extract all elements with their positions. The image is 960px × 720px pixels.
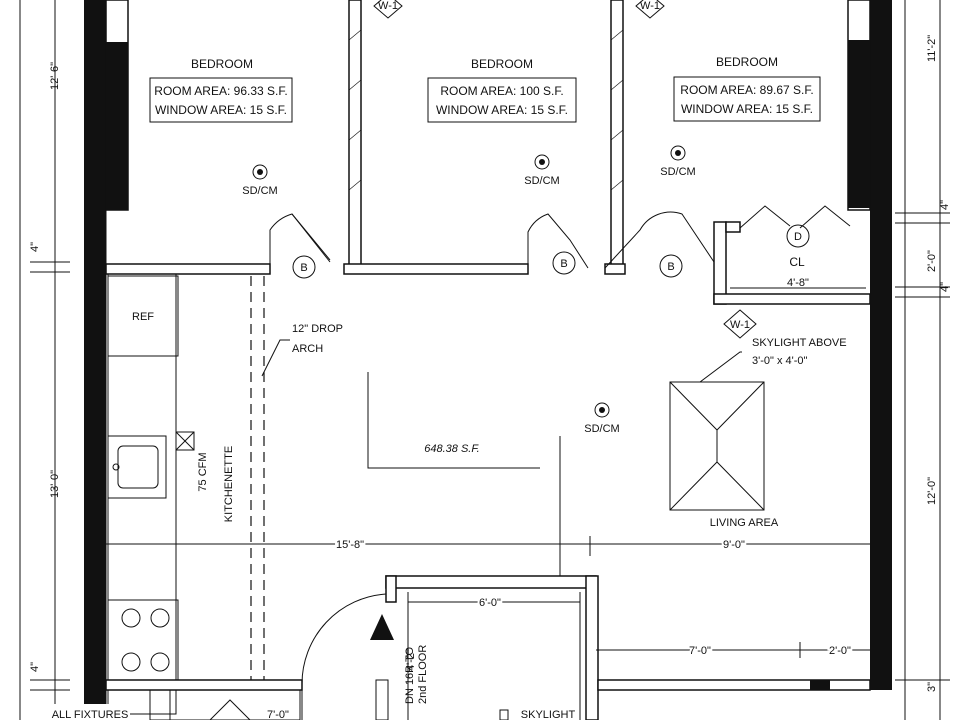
horizontal-dimension-main	[106, 536, 870, 556]
ref-label: REF	[132, 311, 154, 323]
area-bracket	[367, 372, 540, 469]
svg-text:W-1: W-1	[640, 0, 660, 12]
exterior-walls	[84, 0, 892, 720]
bedroom-doors	[269, 205, 851, 269]
dim-right-top: 11'-2"	[926, 35, 938, 62]
dim-left-mid: 13'-0"	[49, 470, 61, 498]
dim-right-mid: 12'-0"	[926, 477, 938, 505]
bedroom-3-name: BEDROOM	[716, 55, 778, 69]
bedroom-2-area-box	[427, 77, 577, 123]
exhaust-fan	[175, 431, 195, 451]
bedroom-3-room-area: ROOM AREA: 89.67 S.F.	[680, 83, 813, 97]
dim-left-4b: 4"	[29, 662, 41, 672]
skylight-bottom-label: SKYLIGHT	[521, 709, 576, 720]
kitchenette-label: KITCHENETTE	[223, 446, 235, 522]
dim-bottom-partial: 7'-0"	[267, 709, 289, 720]
smoke-detector-bedroom-1: SD/CM	[242, 164, 278, 197]
svg-text:B: B	[560, 258, 567, 270]
svg-text:W-1: W-1	[730, 319, 750, 331]
dim-closet-48: 4'-8"	[787, 277, 809, 289]
door-tag-b1: B	[292, 255, 316, 279]
svg-text:SD/CM: SD/CM	[660, 166, 695, 178]
dim-right-4b: 4"	[939, 282, 951, 292]
closet-label: CL	[789, 255, 805, 269]
svg-text:D: D	[794, 231, 802, 243]
bedroom-2-name: BEDROOM	[471, 57, 533, 71]
smoke-detector-living: SD/CM	[584, 402, 620, 435]
stove	[107, 599, 179, 681]
fan-label: 75 CFM	[197, 452, 209, 491]
left-dimension-lines	[19, 0, 70, 720]
right-dimension-lines	[895, 0, 950, 720]
dim-left-top: 12'-6"	[49, 62, 61, 90]
living-area-label: LIVING AREA	[710, 517, 779, 529]
svg-text:SD/CM: SD/CM	[242, 185, 277, 197]
dim-right-4a: 4"	[939, 200, 951, 210]
all-fixtures-label: ALL FIXTURES	[52, 709, 129, 720]
dim-right-20: 2'-0"	[926, 250, 938, 272]
bedroom-1-room-area: ROOM AREA: 96.33 S.F.	[154, 84, 287, 98]
refrigerator	[107, 275, 179, 357]
door-tag-d: D	[786, 224, 810, 248]
north-arrow	[370, 614, 394, 640]
svg-text:B: B	[667, 261, 674, 273]
bedroom-walls	[105, 0, 871, 305]
bedroom-1-window-area: WINDOW AREA: 15 S.F.	[155, 103, 287, 117]
svg-text:B: B	[300, 262, 307, 274]
svg-text:W-1: W-1	[378, 0, 398, 12]
stair-label-1: DN 16R TO	[404, 646, 416, 704]
drop-arch-label-2: ARCH	[292, 343, 323, 355]
bedroom-2-window-area: WINDOW AREA: 15 S.F.	[436, 103, 568, 117]
window-tag-3: W-1	[723, 309, 757, 339]
skylight-above-label-1: SKYLIGHT ABOVE	[752, 337, 847, 349]
stair-core-walls	[385, 575, 599, 720]
total-area: 648.38 S.F.	[424, 443, 479, 455]
bedroom-1-name: BEDROOM	[191, 57, 253, 71]
dim-horiz-60: 6'-0"	[479, 597, 501, 609]
bedroom-2-room-area: ROOM AREA: 100 S.F.	[440, 84, 563, 98]
kitchen-counter	[107, 273, 179, 715]
window-tag-2: W-1	[635, 0, 665, 19]
stair-label-2: 2nd FLOOR	[417, 645, 429, 704]
door-tag-b2: B	[552, 251, 576, 275]
skylight-above	[669, 351, 765, 511]
bedroom-1-area-box	[149, 77, 293, 123]
svg-text:SD/CM: SD/CM	[584, 423, 619, 435]
dim-horiz-20: 2'-0"	[829, 645, 851, 657]
horizontal-dimension-lower	[596, 642, 870, 658]
bedroom-3-area-box	[673, 76, 821, 122]
bedroom-3-window-area: WINDOW AREA: 15 S.F.	[681, 102, 813, 116]
window-tag-1: W-1	[373, 0, 403, 19]
door-tag-b3: B	[659, 254, 683, 278]
drop-arch-label-1: 12" DROP	[292, 323, 343, 335]
dim-right-3: 3"	[926, 682, 938, 692]
smoke-detector-bedroom-3: SD/CM	[660, 145, 696, 178]
dim-horiz-90: 9'-0"	[723, 539, 745, 551]
entry-door-swing	[301, 593, 387, 685]
dim-horiz-70: 7'-0"	[689, 645, 711, 657]
bottom-walls	[105, 679, 871, 720]
dim-left-4a: 4"	[29, 242, 41, 252]
dim-horiz-158: 15'-8"	[336, 539, 364, 551]
smoke-detector-bedroom-2: SD/CM	[524, 154, 560, 187]
kitchen-sink	[107, 435, 167, 499]
svg-text:SD/CM: SD/CM	[524, 175, 559, 187]
skylight-above-label-2: 3'-0" x 4'-0"	[752, 355, 808, 367]
dim-stair-42: 4'-2"	[405, 649, 417, 671]
